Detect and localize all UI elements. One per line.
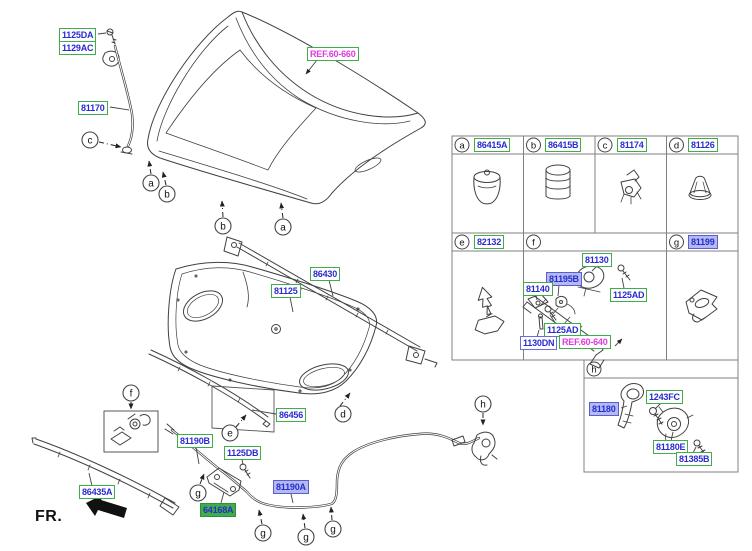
svg-text:b: b [531, 141, 536, 152]
callout-b-mid: b [214, 217, 232, 235]
latch-detail-box-drawing [103, 410, 159, 453]
table-label-81174[interactable]: 81174 [617, 138, 647, 152]
ref-label-60-640[interactable]: REF.60-640 [559, 335, 611, 349]
svg-text:g: g [330, 525, 336, 536]
callout-f: f [122, 384, 140, 402]
svg-text:g: g [674, 238, 679, 249]
part-label-1125ad-upper[interactable]: 1125AD [610, 288, 648, 302]
ref-label-60-660[interactable]: REF.60-660 [307, 47, 359, 61]
part-label-81125[interactable]: 81125 [271, 284, 301, 298]
striker-g-icon [685, 289, 718, 323]
fr-direction-label: FR. [35, 508, 63, 525]
svg-text:a: a [280, 223, 286, 234]
clip-c-icon [620, 169, 642, 205]
part-label-64168a[interactable]: 64168A [200, 503, 237, 517]
part-label-86435a[interactable]: 86435A [79, 485, 116, 499]
table-callout-c: c [597, 137, 613, 153]
bumper-b-icon [545, 164, 571, 200]
part-label-86430[interactable]: 86430 [310, 267, 341, 281]
part-label-81190a[interactable]: 81190A [273, 480, 309, 494]
bumper-a-icon [473, 169, 501, 205]
svg-text:d: d [340, 410, 346, 421]
hood-panel-drawing [147, 10, 426, 205]
hood-insulation-pad-drawing [167, 261, 378, 395]
panel-callout-h: h [586, 361, 602, 377]
svg-text:f: f [130, 389, 133, 400]
svg-text:d: d [674, 141, 679, 152]
part-label-1243fc[interactable]: 1243FC [646, 390, 683, 404]
svg-text:g: g [260, 529, 266, 540]
callout-g-3: g [297, 528, 315, 546]
table-label-86415a[interactable]: 86415A [474, 138, 511, 152]
tree-clip-e-icon [474, 286, 505, 335]
part-label-81180[interactable]: 81180 [589, 402, 619, 416]
callout-arrows [98, 141, 486, 529]
svg-text:c: c [603, 141, 608, 152]
front-strip-drawing [31, 437, 180, 516]
table-label-82132[interactable]: 82132 [474, 235, 505, 249]
hood-stay-rod-drawing [102, 28, 134, 155]
hood-weatherstrip-drawing [223, 236, 438, 368]
part-label-1125db[interactable]: 1125DB [224, 446, 262, 460]
svg-text:h: h [591, 365, 596, 376]
svg-text:g: g [303, 533, 309, 544]
grommet-d-icon [688, 175, 712, 200]
part-label-81130[interactable]: 81130 [582, 253, 612, 267]
table-label-81126[interactable]: 81126 [688, 138, 718, 152]
callout-c: c [81, 131, 99, 149]
svg-text:b: b [220, 222, 226, 233]
fastener-table-grid [451, 135, 739, 473]
callout-b-left: b [158, 185, 176, 203]
callout-e: e [221, 424, 239, 442]
callout-a-left: a [142, 174, 160, 192]
svg-text:e: e [459, 238, 464, 249]
part-label-81385b[interactable]: 81385B [676, 452, 713, 466]
fr-direction-arrow [86, 494, 127, 518]
part-label-86456[interactable]: 86456 [276, 408, 307, 422]
part-label-81140[interactable]: 81140 [523, 282, 553, 296]
callout-g-4: g [324, 520, 342, 538]
table-label-86415b[interactable]: 86415B [545, 138, 582, 152]
callout-a-mid: a [274, 218, 292, 236]
callout-g-2: g [254, 524, 272, 542]
svg-text:g: g [195, 489, 201, 500]
part-label-1130dn[interactable]: 1130DN [520, 336, 558, 350]
part-label-1129ac[interactable]: 1129AC [59, 41, 97, 55]
svg-text:e: e [227, 429, 233, 440]
part-label-81170[interactable]: 81170 [78, 101, 108, 115]
table-callout-a: a [454, 137, 470, 153]
svg-text:b: b [164, 190, 170, 201]
leader-lines [88, 32, 697, 504]
table-callout-f: f [526, 234, 541, 250]
part-label-1125da[interactable]: 1125DA [59, 28, 97, 42]
table-callout-g: g [669, 234, 684, 250]
svg-text:a: a [459, 141, 465, 152]
part-label-81195b[interactable]: 81195B [546, 272, 582, 286]
part-label-81190b[interactable]: 81190B [177, 434, 213, 448]
part-label-81180e[interactable]: 81180E [653, 440, 689, 454]
table-label-81199[interactable]: 81199 [688, 235, 718, 249]
release-cable-drawing [164, 423, 498, 509]
hood-seal-strip-drawing [148, 349, 275, 433]
svg-text:a: a [148, 179, 154, 190]
callout-d: d [334, 405, 352, 423]
svg-text:f: f [532, 238, 535, 249]
table-callout-e: e [454, 234, 470, 250]
svg-text:h: h [480, 400, 486, 411]
table-callout-d: d [669, 137, 684, 153]
svg-text:c: c [88, 136, 93, 147]
callout-h: h [474, 395, 492, 413]
callout-g-1: g [189, 484, 207, 502]
table-callout-b: b [526, 137, 541, 153]
